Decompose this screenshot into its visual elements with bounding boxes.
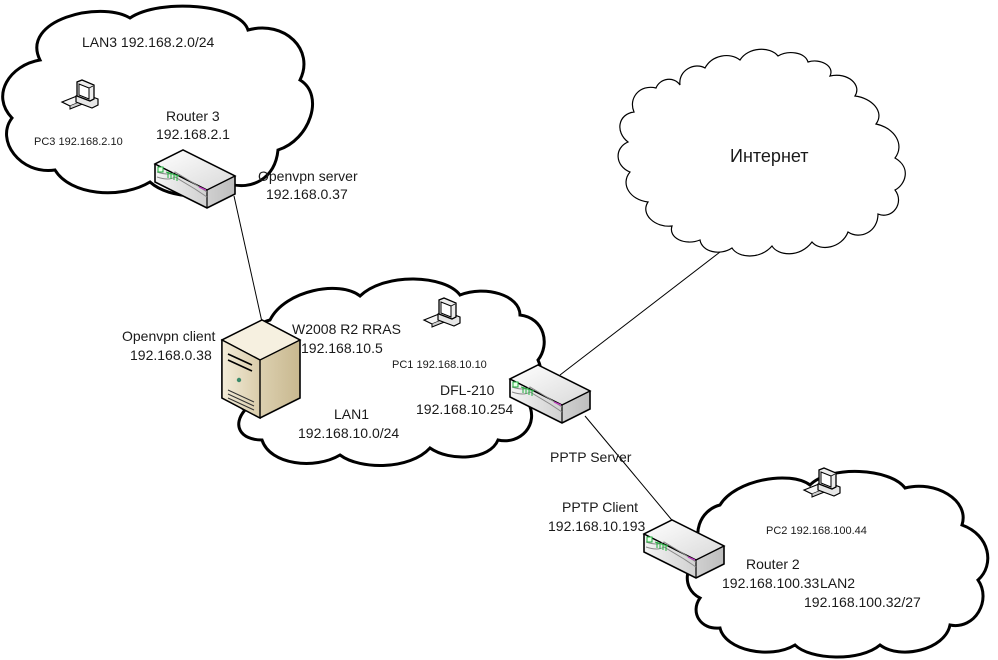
router2-name: Router 2 [746, 556, 800, 572]
cloud-lan3 [1, 4, 315, 198]
router2-role: PPTP Client [562, 499, 638, 515]
router2-ip: 192.168.100.33 [722, 575, 820, 591]
cloud-lan2 [685, 469, 990, 659]
pc2-label: PC2 192.168.100.44 [766, 525, 867, 537]
router3-role: Openvpn server [258, 168, 358, 184]
dfl210-name: DFL-210 [440, 382, 495, 398]
server-ip: 192.168.10.5 [301, 340, 383, 356]
router3-ip: 192.168.2.1 [156, 126, 230, 142]
internet-title: Интернет [730, 146, 809, 166]
link-dfl210-internet [559, 251, 721, 376]
lan1-subnet: 192.168.10.0/24 [298, 425, 400, 441]
router2-role-ip: 192.168.10.193 [548, 518, 646, 534]
dfl210-ip: 192.168.10.254 [416, 401, 514, 417]
pc3-label: PC3 192.168.2.10 [34, 136, 123, 148]
link-dfl210-router2 [584, 415, 677, 526]
router3-role-ip: 192.168.0.37 [266, 186, 348, 202]
lan2-subnet: 192.168.100.32/27 [804, 594, 921, 610]
pc1-label: PC1 192.168.10.10 [392, 359, 487, 371]
server-role: Openvpn client [122, 328, 216, 344]
lan2-title: LAN2 [820, 575, 856, 591]
link-router3-server [233, 195, 263, 323]
pc2-icon [803, 467, 841, 498]
server-icon[interactable] [220, 319, 302, 420]
server-role-ip: 192.168.0.38 [130, 347, 212, 363]
dfl210-role: PPTP Server [550, 449, 632, 465]
cloud-internet [617, 48, 906, 257]
cloud-lan1 [232, 277, 546, 467]
lan3-title: LAN3 192.168.2.0/24 [82, 34, 215, 50]
server-name: W2008 R2 RRAS [292, 321, 401, 337]
router3-name: Router 3 [166, 108, 220, 124]
lan1-title: LAN1 [334, 406, 370, 422]
